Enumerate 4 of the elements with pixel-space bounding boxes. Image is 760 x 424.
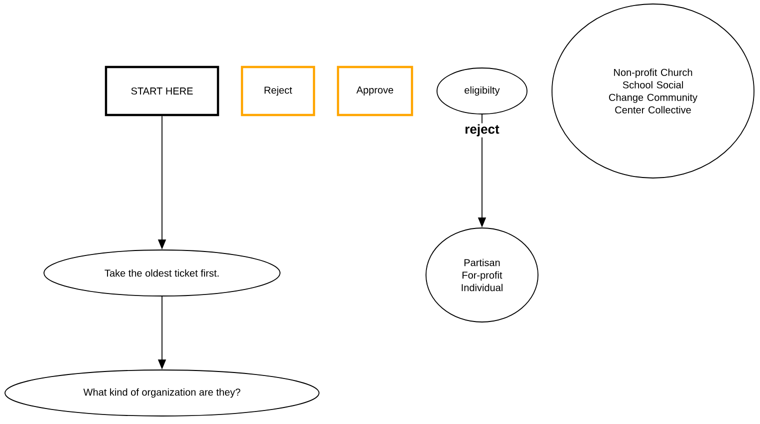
outcome-box: Reject (240, 66, 316, 116)
edge-label: reject (464, 123, 500, 138)
start-box: START HERE (104, 66, 220, 116)
outcome-box: Approve (336, 66, 414, 116)
